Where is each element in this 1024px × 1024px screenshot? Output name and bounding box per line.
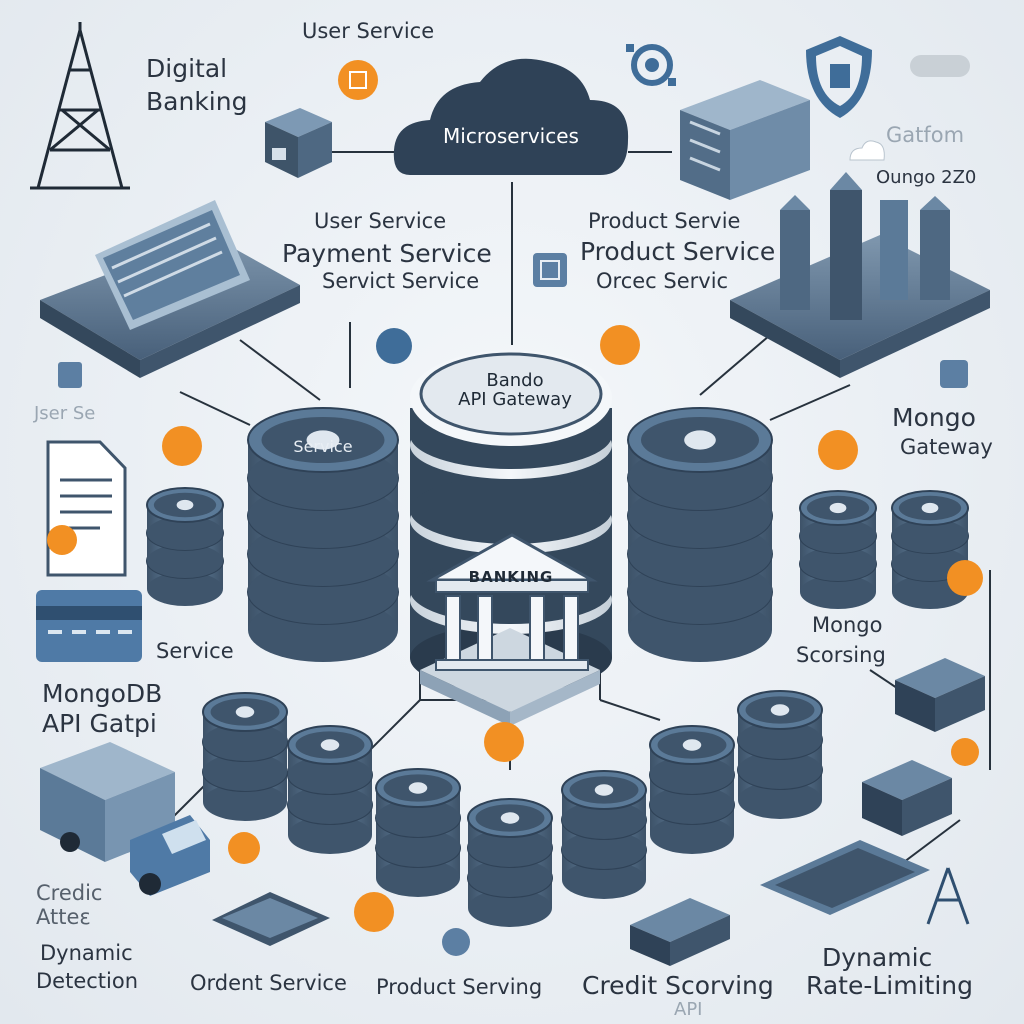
orange-badge-icon-2: [600, 325, 640, 365]
left-services-line-3: Servict Service: [322, 269, 480, 293]
service-stack-label: Service: [293, 437, 353, 456]
small-database-stacks: [146, 487, 969, 927]
left-services-line-1: User Service: [314, 209, 447, 233]
microservices-cloud: [393, 58, 629, 175]
orange-badge-icon-8: [228, 832, 260, 864]
circuit-board-icon: [760, 840, 930, 915]
small-cloud-icon: [849, 140, 885, 161]
router-box-icon: [630, 898, 730, 966]
left-services-line-2: Payment Service: [282, 239, 492, 268]
small-square-icon: [58, 362, 82, 388]
bank-label: BANKING: [468, 568, 554, 586]
title-line-1: Digital: [146, 54, 228, 83]
small-db-stack: [799, 490, 877, 609]
user-service-label-top: User Service: [302, 19, 435, 43]
orange-badge-icon-9: [354, 892, 394, 932]
bottom-right-line-2: Rate-Limiting: [806, 971, 973, 1000]
blue-badge-icon-2: [442, 928, 470, 956]
tower-small-icon: [926, 867, 970, 925]
server-box-icon-2: [862, 760, 952, 836]
mongo-database-stack: [627, 407, 773, 662]
orange-badge-icon: [338, 60, 378, 100]
small-db-stack: [737, 690, 823, 819]
left-faded-label: Jser Se: [34, 403, 96, 424]
bottom-left-line-4: Detection: [36, 969, 139, 993]
bottom-left-line-1: Credic: [36, 881, 103, 905]
security-shield-icon: [806, 36, 872, 118]
cloud-label: Microservices: [443, 124, 579, 148]
service-stack: [247, 407, 399, 662]
title-line-2: Banking: [146, 87, 248, 116]
right-services-line-2: Product Service: [580, 237, 776, 266]
bottom-api-label: API: [674, 999, 703, 1020]
service-database-stack: [247, 407, 399, 662]
left-mongo-line-2: API Gatpi: [42, 709, 157, 738]
right-scoring-line-1: Mongo: [812, 613, 883, 637]
small-square-icon-right: [940, 360, 968, 388]
bottom-right-line-1: Dynamic: [822, 943, 933, 972]
document-square-icon: [533, 253, 567, 287]
gateway-label: Bando API Gateway: [430, 370, 600, 410]
small-db-stack: [287, 725, 373, 854]
bank-building-icon: [420, 533, 600, 726]
user-service-cube-icon: [265, 108, 332, 178]
orange-badge-icon-5: [947, 560, 983, 596]
alert-badge-icon: [47, 525, 77, 555]
right-mid-line-2: Gateway: [900, 435, 993, 459]
right-mid-line-1: Mongo: [892, 403, 976, 432]
bottom-order-label: Ordent Service: [190, 971, 347, 995]
right-services-line-3: Orcec Servic: [596, 269, 729, 293]
gateway-line-2: API Gateway: [458, 388, 572, 410]
orange-badge-icon-6: [951, 738, 979, 766]
right-scoring-line-2: Scorsing: [796, 643, 886, 667]
bottom-left-line-2: Atteε: [36, 905, 91, 929]
mongo-stack: [627, 407, 773, 662]
left-card-label: Service: [156, 639, 234, 663]
delivery-truck-icon: [40, 742, 210, 896]
left-mongo-line-1: MongoDB: [42, 679, 163, 708]
bottom-left-line-3: Dynamic: [40, 941, 133, 965]
small-db-stack: [561, 770, 647, 899]
bottom-product-label: Product Serving: [376, 975, 543, 999]
network-node-icon: [626, 44, 676, 86]
top-right-faded-label: Gatfom: [886, 123, 965, 147]
server-rack-icon: [680, 80, 810, 200]
top-right-label: Oungo 2Z0: [876, 167, 977, 188]
orange-badge-icon-7: [484, 722, 524, 762]
small-db-stack: [649, 725, 735, 854]
small-db-stack: [467, 798, 553, 927]
gateway-line-1: Bando: [486, 370, 544, 391]
cloud-pill-icon: [910, 55, 970, 77]
orange-badge-icon-4: [818, 430, 858, 470]
orange-badge-icon-3: [162, 426, 202, 466]
data-center-towers-icon: [730, 172, 990, 378]
credit-card-icon: [36, 590, 142, 662]
small-db-stack: [146, 487, 224, 606]
small-db-stack: [375, 768, 461, 897]
server-box-icon-1: [895, 658, 985, 732]
blue-badge-icon: [376, 328, 412, 364]
small-db-stack: [202, 692, 288, 821]
bottom-credit-label: Credit Scorving: [582, 971, 774, 1000]
right-services-line-1: Product Servie: [588, 209, 741, 233]
chip-grid-icon: [212, 892, 330, 946]
document-icon: [46, 440, 127, 577]
radio-tower-icon: [30, 22, 130, 190]
laptop-terminal-icon: [40, 200, 300, 378]
